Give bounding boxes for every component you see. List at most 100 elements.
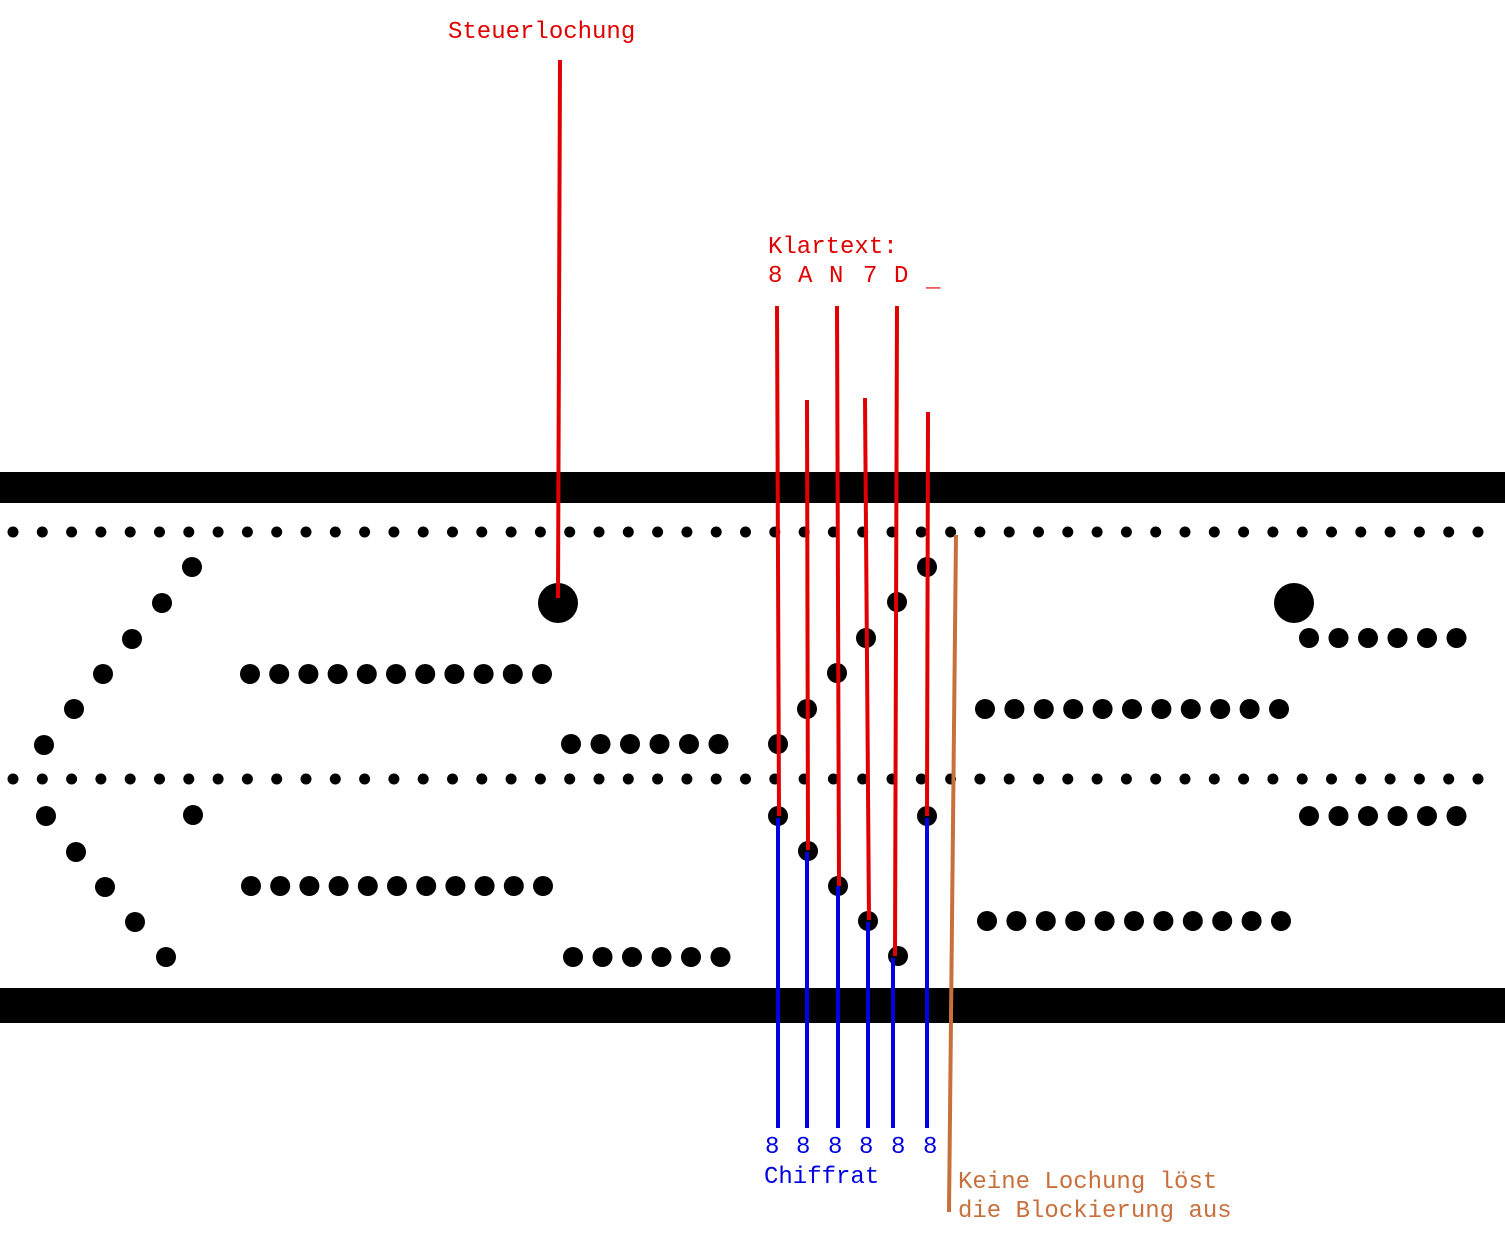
sprocket-hole-middle — [593, 773, 605, 785]
steuerlochung-label: Steuerlochung — [448, 19, 635, 46]
chiffrat-digit-5: 8 — [891, 1134, 905, 1161]
diagonal-hole — [95, 877, 115, 897]
sprocket-hole-middle — [1443, 773, 1455, 785]
data-hole — [649, 734, 670, 754]
data-hole — [1065, 911, 1086, 931]
klartext-line-6 — [925, 411, 930, 817]
sprocket-hole-top — [36, 526, 48, 538]
sprocket-hole-middle — [1179, 773, 1191, 785]
sprocket-hole-middle — [1296, 773, 1308, 785]
data-hole — [1124, 911, 1144, 931]
sprocket-hole-top — [300, 526, 312, 538]
tape-bottom-edge — [0, 988, 1505, 1023]
sprocket-hole-top — [1003, 526, 1015, 538]
klartext-char-6: _ — [925, 267, 941, 294]
data-hole — [327, 664, 348, 684]
data-hole — [415, 664, 436, 684]
klartext-leader-lines — [556, 59, 930, 957]
diagonal-hole — [183, 805, 203, 825]
sprocket-hole-top — [710, 526, 722, 538]
sprocket-hole-middle — [1033, 773, 1044, 785]
sprocket-hole-top — [1150, 526, 1162, 538]
data-hole — [1210, 699, 1231, 719]
data-hole — [1358, 628, 1378, 648]
tape-holes — [7, 526, 1484, 967]
sprocket-hole-middle — [505, 773, 517, 785]
steuerlochung-leader-line — [556, 59, 562, 599]
data-hole — [1387, 806, 1408, 826]
data-hole — [241, 876, 261, 896]
sprocket-hole-top — [1208, 526, 1220, 538]
sprocket-hole-middle — [740, 773, 751, 785]
data-hole — [532, 664, 552, 684]
diagonal-hole — [182, 557, 202, 577]
sprocket-hole-middle — [36, 773, 48, 785]
data-hole — [590, 734, 611, 754]
sprocket-hole-top — [1443, 526, 1455, 538]
klartext-line-5 — [893, 305, 899, 957]
data-hole — [975, 699, 995, 719]
data-hole — [681, 947, 701, 967]
data-hole — [386, 664, 406, 684]
sprocket-hole-top — [1384, 526, 1396, 538]
sprocket-hole-middle — [183, 773, 195, 785]
diagonal-hole — [36, 806, 56, 826]
control-hole-right — [1274, 583, 1314, 623]
sprocket-hole-middle — [1208, 773, 1220, 785]
data-hole — [651, 947, 672, 967]
klartext-char-2: A — [798, 263, 813, 290]
sprocket-hole-middle — [1150, 773, 1162, 785]
sprocket-hole-middle — [388, 773, 400, 785]
chiffrat-digits: 8 8 8 8 8 8 — [765, 1134, 937, 1161]
data-hole — [1328, 806, 1349, 826]
cipher-hole — [798, 841, 818, 861]
sprocket-hole-top — [329, 526, 341, 538]
data-hole — [387, 876, 407, 896]
chiffrat-digit-2: 8 — [796, 1134, 810, 1161]
sprocket-hole-middle — [1062, 773, 1074, 785]
sprocket-hole-top — [740, 526, 751, 538]
sprocket-hole-top — [593, 526, 605, 538]
klartext-characters: 8 A N 7 D _ — [768, 263, 941, 294]
data-hole — [1299, 806, 1319, 826]
data-hole — [1151, 699, 1172, 719]
sprocket-hole-top — [505, 526, 517, 538]
sprocket-hole-top — [1472, 526, 1484, 538]
sprocket-hole-middle — [1355, 773, 1367, 785]
chiffrat-title: Chiffrat — [764, 1164, 879, 1191]
sprocket-hole-middle — [564, 773, 576, 785]
data-hole — [1153, 911, 1174, 931]
data-hole — [1269, 699, 1289, 719]
data-hole — [1035, 911, 1056, 931]
sprocket-hole-middle — [95, 773, 107, 785]
data-hole — [533, 876, 553, 896]
sprocket-hole-middle — [915, 773, 927, 785]
data-hole — [1212, 911, 1233, 931]
klartext-char-4: 7 — [863, 263, 877, 290]
data-hole — [328, 876, 349, 896]
diagonal-hole — [34, 735, 54, 755]
data-hole — [1033, 699, 1054, 719]
sprocket-hole-middle — [857, 773, 869, 785]
klartext-line-3 — [835, 305, 841, 887]
sprocket-hole-top — [154, 526, 165, 538]
sprocket-hole-top — [95, 526, 107, 538]
diagonal-hole — [93, 664, 113, 684]
diagonal-hole — [66, 842, 86, 862]
data-hole — [561, 734, 581, 754]
keine-lochung-line-1: Keine Lochung löst — [958, 1169, 1217, 1196]
sprocket-hole-top — [359, 526, 371, 538]
sprocket-hole-middle — [7, 773, 19, 785]
data-hole — [474, 876, 495, 896]
sprocket-hole-middle — [212, 773, 224, 785]
data-hole — [1122, 699, 1142, 719]
sprocket-hole-top — [388, 526, 400, 538]
sprocket-hole-middle — [124, 773, 136, 785]
data-hole — [240, 664, 260, 684]
diagonal-hole — [156, 947, 176, 967]
sprocket-hole-top — [652, 526, 664, 538]
data-hole — [1417, 628, 1437, 648]
klartext-title: Klartext: — [768, 234, 898, 261]
chiffrat-digit-6: 8 — [923, 1134, 937, 1161]
